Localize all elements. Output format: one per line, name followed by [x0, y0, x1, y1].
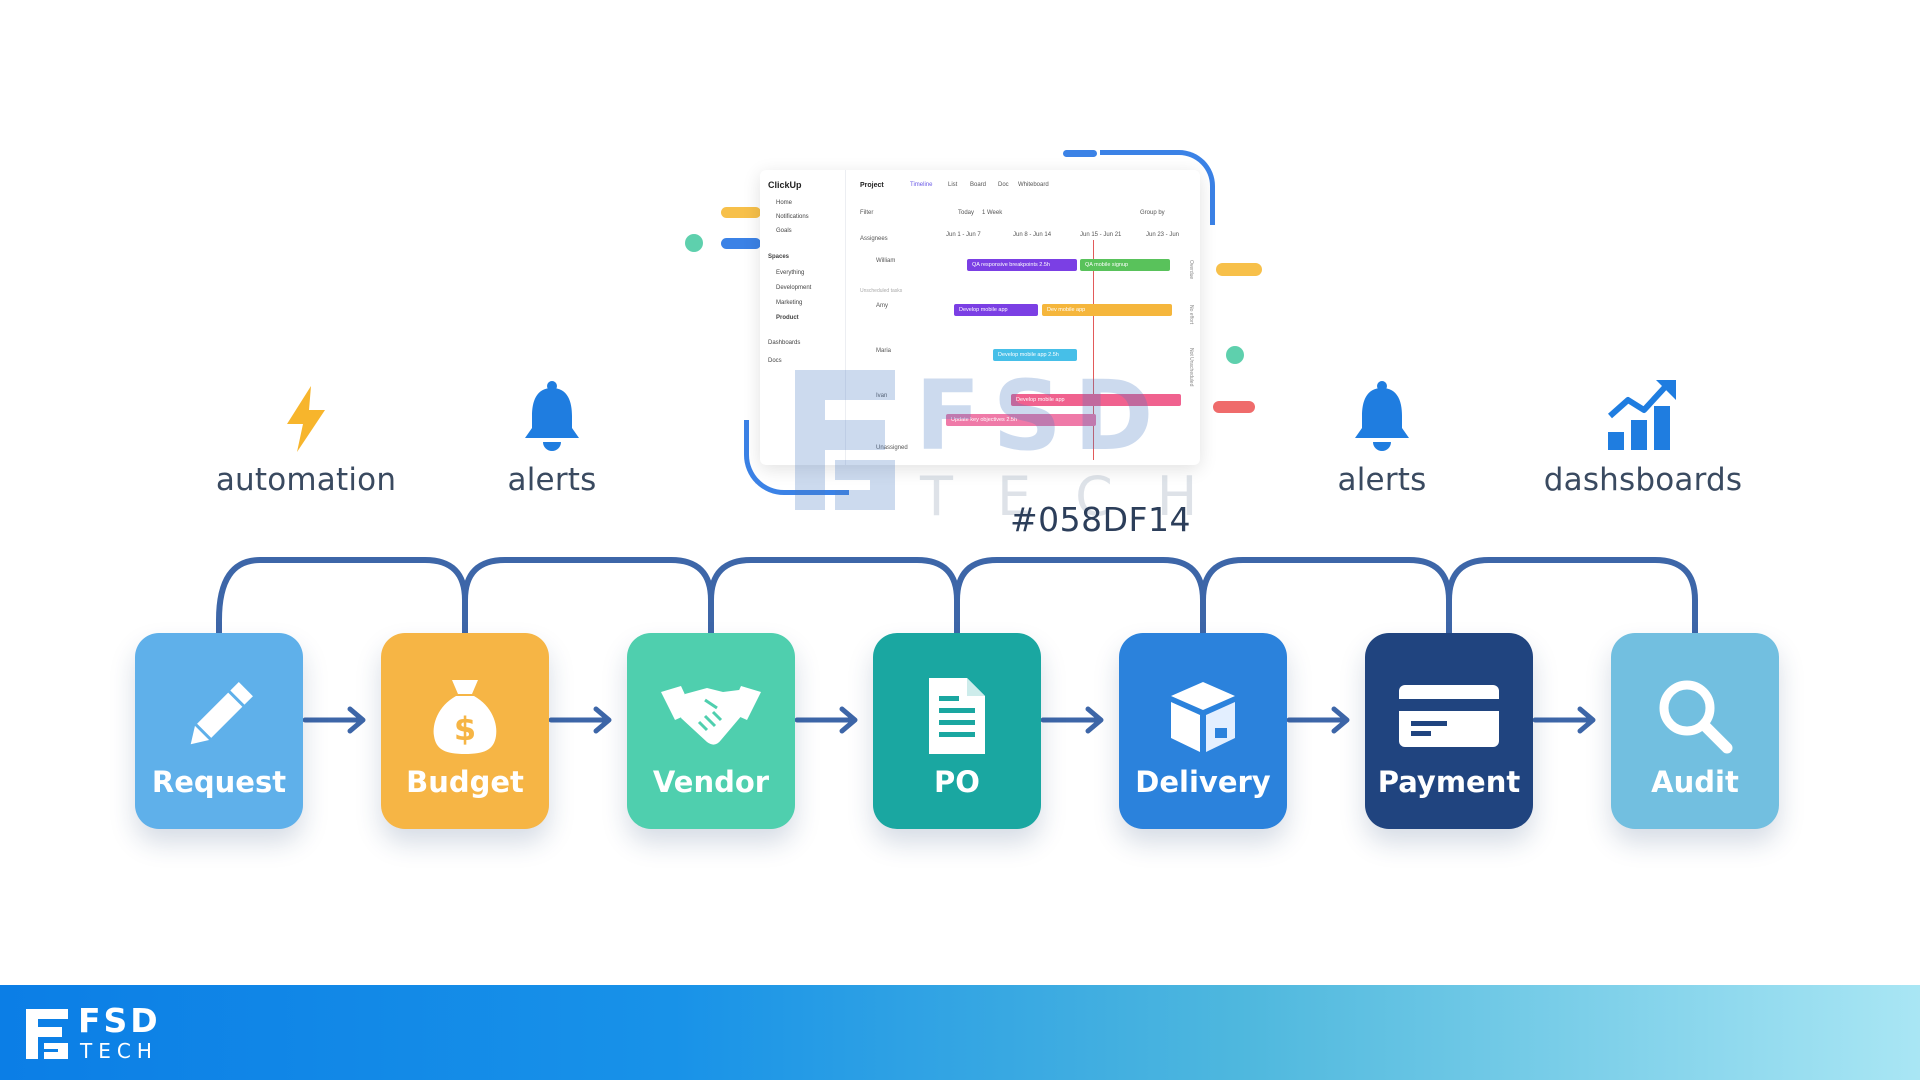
- lightning-icon: [287, 386, 325, 452]
- assignee-ivan[interactable]: Ivan: [876, 393, 887, 399]
- step-po[interactable]: PO: [873, 633, 1041, 829]
- assignee-amy[interactable]: Amy: [876, 303, 888, 309]
- decor-dash-top: [1063, 150, 1097, 157]
- app-project-title: Project: [860, 182, 884, 189]
- step-payment[interactable]: Payment: [1365, 633, 1533, 829]
- assignees-header: Assignees: [860, 236, 888, 242]
- watermark-text-fsd: FSD: [915, 360, 1166, 472]
- decor-dash-yellow-right: [1216, 263, 1262, 276]
- app-brand: ClickUp: [768, 180, 802, 190]
- tab-doc[interactable]: Doc: [998, 182, 1009, 188]
- assignee-william[interactable]: William: [876, 258, 896, 264]
- step-label: Budget: [406, 765, 524, 799]
- sidebar-item-everything[interactable]: Everything: [776, 270, 805, 276]
- decor-arc-bottom-left: [744, 420, 849, 495]
- feature-dashboards: dashsboards: [1523, 376, 1763, 498]
- handshake-icon: [661, 686, 761, 745]
- credit-card-icon: [1399, 685, 1499, 747]
- feature-alerts-right: alerts: [1262, 376, 1502, 498]
- today-marker: [1093, 240, 1094, 460]
- week-label-2: Jun 8 - Jun 14: [1013, 232, 1052, 238]
- week-select[interactable]: 1 Week: [982, 210, 1003, 216]
- app-screenshot: ClickUp Home Notifications Goals Spaces …: [760, 170, 1200, 465]
- footer-brand-fsd: FSD: [78, 1001, 161, 1040]
- pencil-icon: [190, 682, 253, 745]
- sidebar-item-development[interactable]: Development: [776, 285, 812, 291]
- decor-arc-top-right: [1100, 150, 1215, 225]
- step-audit[interactable]: Audit: [1611, 633, 1779, 829]
- step-label: PO: [934, 765, 980, 799]
- filter-button[interactable]: Filter: [860, 210, 874, 216]
- step-arrows: [302, 706, 1596, 734]
- task-bar[interactable]: Develop mobile app 2.5h: [993, 349, 1077, 361]
- sidebar-item-marketing[interactable]: Marketing: [776, 300, 803, 306]
- week-label-3: Jun 15 - Jun 21: [1080, 232, 1122, 238]
- feature-label: dashsboards: [1543, 462, 1743, 498]
- tab-whiteboard[interactable]: Whiteboard: [1018, 182, 1049, 188]
- watermark-logo-icon: [795, 370, 895, 510]
- tab-board[interactable]: Board: [970, 182, 987, 188]
- package-icon: [1171, 682, 1235, 752]
- today-button[interactable]: Today: [958, 210, 975, 216]
- step-budget[interactable]: $ Budget: [381, 633, 549, 829]
- watermark-text-tech: TECH: [920, 465, 1242, 528]
- growth-chart-icon: [1608, 380, 1676, 450]
- group-by-button[interactable]: Group by: [1140, 210, 1165, 216]
- bell-icon: [1355, 381, 1409, 451]
- step-label: Request: [151, 765, 287, 799]
- fsd-logo-icon: [26, 1009, 68, 1059]
- decor-dash-yellow-left: [721, 207, 761, 218]
- money-bag-icon: $: [433, 680, 497, 754]
- watermark: FSD TECH: [785, 360, 1215, 530]
- step-delivery[interactable]: Delivery: [1119, 633, 1287, 829]
- tab-timeline[interactable]: Timeline: [910, 182, 933, 188]
- sidebar-item-docs[interactable]: Docs: [768, 358, 782, 364]
- side-tag-unscheduled: Not Unscheduled: [1188, 348, 1194, 387]
- bell-icon: [525, 381, 579, 451]
- sidebar-item-home[interactable]: Home: [776, 200, 793, 206]
- sidebar-item-dashboards[interactable]: Dashboards: [768, 340, 801, 346]
- step-label: Payment: [1377, 765, 1521, 799]
- feature-label: alerts: [1337, 462, 1427, 498]
- sidebar-item-product[interactable]: Product: [776, 315, 799, 321]
- color-code-label: #058DF14: [1010, 500, 1192, 539]
- magnifier-icon: [1659, 680, 1733, 754]
- step-label: Audit: [1651, 765, 1739, 799]
- decor-dot-green-left: [685, 234, 703, 252]
- assignee-maria[interactable]: Maria: [876, 348, 892, 354]
- feature-automation: automation: [186, 376, 426, 498]
- tab-list[interactable]: List: [948, 182, 958, 188]
- feature-label: alerts: [507, 462, 597, 498]
- task-bar[interactable]: Dev mobile app: [1042, 304, 1172, 316]
- sidebar-item-notifications[interactable]: Notifications: [776, 214, 809, 220]
- task-bar[interactable]: QA responsive breakpoints 2.5h: [967, 259, 1077, 271]
- document-icon: [929, 678, 985, 754]
- decor-dash-blue-left: [721, 238, 761, 249]
- step-connectors: [216, 557, 1698, 638]
- decor-dot-green-right: [1226, 346, 1244, 364]
- svg-text:$: $: [454, 710, 476, 748]
- task-bar[interactable]: Develop mobile app: [1011, 394, 1181, 406]
- week-label-4: Jun 23 - Jun: [1146, 232, 1180, 238]
- task-bar[interactable]: QA mobile signup: [1080, 259, 1170, 271]
- feature-label: automation: [215, 462, 397, 498]
- step-label: Vendor: [652, 765, 770, 799]
- assignee-unassigned[interactable]: Unassigned: [876, 445, 908, 451]
- footer-brand-tech: TECH: [80, 1039, 158, 1063]
- footer-bar: FSD TECH: [0, 985, 1920, 1080]
- feature-alerts-left: alerts: [432, 376, 672, 498]
- step-label: Delivery: [1135, 765, 1271, 799]
- unscheduled-label: Unscheduled tasks: [860, 288, 903, 294]
- side-tag-overdue: Overdue: [1188, 260, 1194, 280]
- task-bar[interactable]: Update key objectives 2.5h: [946, 414, 1096, 426]
- step-vendor[interactable]: Vendor: [627, 633, 795, 829]
- app-sidebar: ClickUp Home Notifications Goals Spaces …: [760, 170, 846, 465]
- side-tag-no-effort: No effort: [1188, 305, 1194, 325]
- sidebar-spaces-label: Spaces: [768, 254, 790, 260]
- week-label-1: Jun 1 - Jun 7: [946, 232, 981, 238]
- task-bar[interactable]: Develop mobile app: [954, 304, 1038, 316]
- step-request[interactable]: Request: [135, 633, 303, 829]
- decor-dash-red-right: [1213, 401, 1255, 413]
- sidebar-item-goals[interactable]: Goals: [776, 228, 792, 234]
